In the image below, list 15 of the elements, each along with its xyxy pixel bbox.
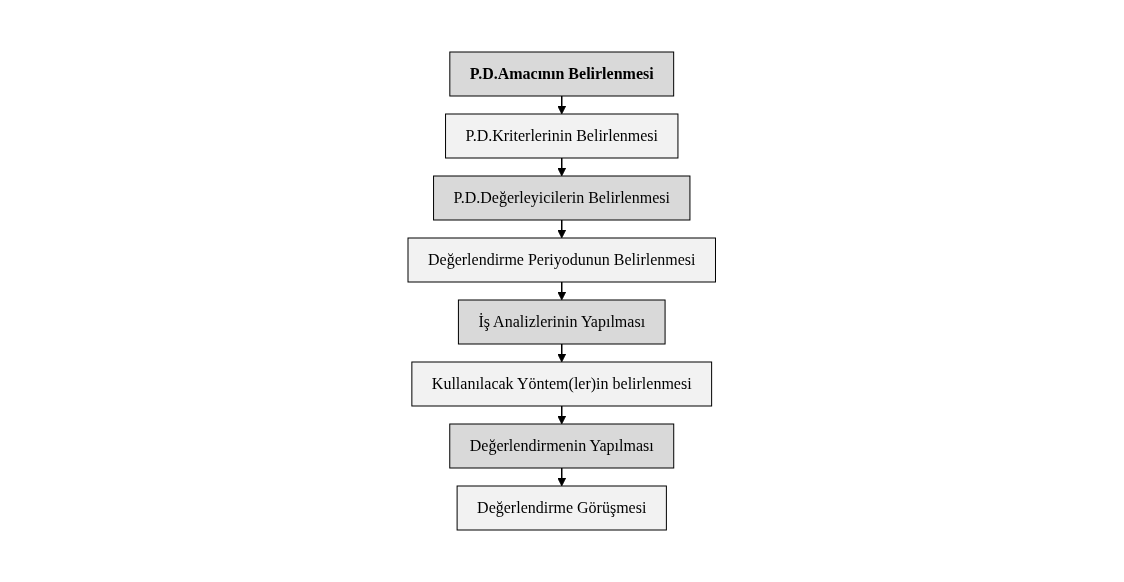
- arrow: [557, 157, 567, 177]
- arrow: [557, 405, 567, 425]
- node-box: Kullanılacak Yöntem(ler)in belirlenmesi: [411, 361, 713, 407]
- arrow: [557, 343, 567, 363]
- arrow: [557, 467, 567, 487]
- arrow: [557, 219, 567, 239]
- node-box: P.D.Amacının Belirlenmesi: [449, 51, 675, 97]
- node-box: Değerlendirmenin Yapılması: [449, 423, 675, 469]
- node-box: İş Analizlerinin Yapılması: [458, 299, 666, 345]
- node-box: Değerlendirme Periyodunun Belirlenmesi: [407, 237, 717, 283]
- arrow: [557, 95, 567, 115]
- node-box: Değerlendirme Görüşmesi: [456, 485, 668, 531]
- node-box: P.D.Kriterlerinin Belirlenmesi: [445, 113, 679, 159]
- node-box: P.D.Değerleyicilerin Belirlenmesi: [433, 175, 691, 221]
- arrow: [557, 281, 567, 301]
